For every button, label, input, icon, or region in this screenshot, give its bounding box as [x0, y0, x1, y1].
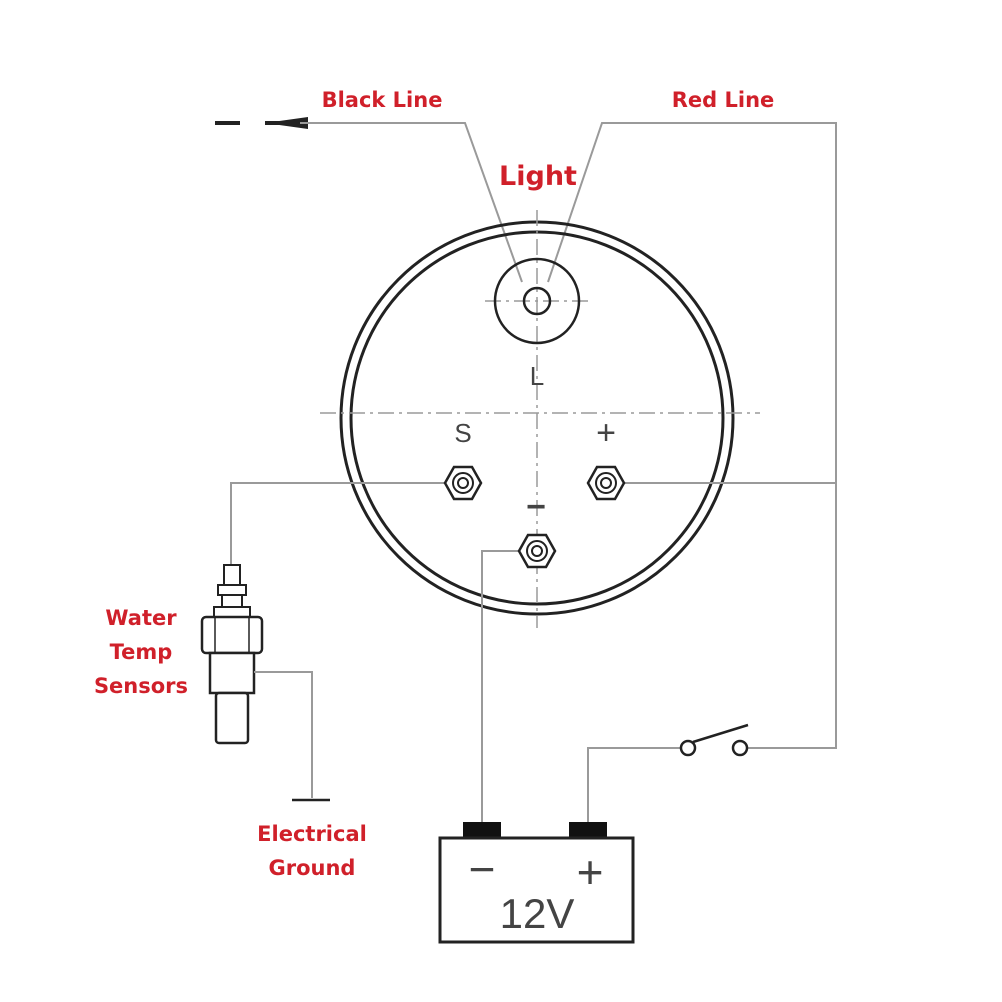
black-line-wire	[300, 122, 523, 283]
terminal-negative-label: −	[526, 488, 546, 526]
ground-wire	[254, 671, 313, 798]
red-line-wire	[547, 122, 837, 749]
battery-minus-label: −	[469, 843, 496, 895]
terminal-positive-label: +	[596, 414, 616, 452]
red-line-label: Red Line	[672, 88, 775, 112]
negative-wire	[481, 550, 520, 822]
terminal-positive-nut	[586, 465, 626, 501]
light-label: Light	[499, 161, 577, 192]
ground-arrow	[215, 117, 308, 129]
terminal-signal-nut	[443, 465, 483, 501]
battery-voltage-label: 12V	[500, 890, 575, 937]
ground-label-line-1: Electrical	[257, 822, 367, 846]
ground-label: Electrical Ground	[257, 822, 367, 880]
gauge: L S + −	[320, 210, 760, 628]
battery-plus-label: +	[577, 846, 604, 898]
light-socket	[493, 257, 581, 345]
water-temp-label: Water Temp Sensors	[94, 606, 188, 698]
water-temp-label-line-1: Water	[105, 606, 177, 630]
water-temp-label-line-3: Sensors	[94, 674, 188, 698]
black-line-label: Black Line	[322, 88, 443, 112]
water-temp-label-line-2: Temp	[110, 640, 173, 664]
terminal-negative-nut	[517, 533, 557, 569]
battery: − + 12V	[438, 822, 635, 944]
signal-wire	[230, 482, 445, 565]
terminal-light-label: L	[530, 361, 544, 391]
switch	[679, 723, 749, 757]
terminal-signal-label: S	[454, 418, 471, 448]
switch-wire	[587, 747, 688, 822]
ground-label-line-2: Ground	[269, 856, 356, 880]
water-temp-sensor	[200, 564, 264, 745]
